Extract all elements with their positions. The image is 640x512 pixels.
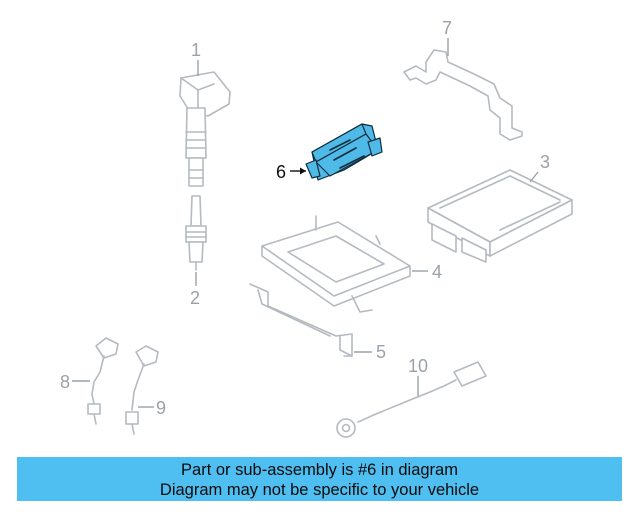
part-9-sensor-cable[interactable] [125, 345, 159, 435]
callout-1: 1 [191, 40, 201, 60]
part-10-knock-sensor[interactable] [336, 361, 487, 438]
callout-9: 9 [156, 398, 166, 418]
leader-arrow-6 [300, 167, 306, 175]
part-8-sensor-cable[interactable] [87, 337, 119, 425]
callout-5: 5 [376, 342, 386, 362]
leader-line-3 [529, 171, 539, 183]
part-1-ignition-coil[interactable] [179, 71, 231, 187]
part-2-spark-plug[interactable] [185, 195, 207, 271]
info-banner: Part or sub-assembly is #6 in diagram Di… [17, 457, 622, 501]
exploded-parts-diagram: 1 2 3 4 5 [60, 18, 573, 438]
part-5-lower-bracket[interactable] [249, 283, 353, 357]
callout-10: 10 [408, 356, 428, 376]
callout-4: 4 [432, 262, 442, 282]
callout-6: 6 [276, 162, 286, 182]
part-4-module-bracket[interactable] [261, 215, 411, 313]
callout-3: 3 [540, 152, 550, 172]
callout-7: 7 [442, 18, 452, 38]
part-6-control-module-highlighted[interactable] [305, 123, 383, 181]
callout-2: 2 [190, 288, 200, 308]
banner-line-part-number: Part or sub-assembly is #6 in diagram [181, 461, 458, 479]
banner-line-disclaimer: Diagram may not be specific to your vehi… [159, 481, 480, 499]
callout-8: 8 [60, 372, 70, 392]
part-7-upper-bracket[interactable] [403, 49, 523, 141]
part-3-engine-control-module[interactable] [427, 169, 573, 263]
